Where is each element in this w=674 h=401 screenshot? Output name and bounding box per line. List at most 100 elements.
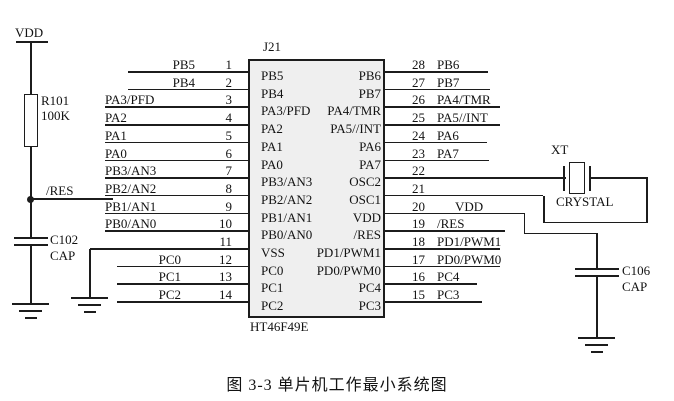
crystal-value: CRYSTAL — [556, 194, 614, 209]
pin-inner-label: PB7 — [358, 85, 381, 101]
ground-symbol-bar — [12, 303, 49, 305]
pin-number: 19 — [412, 216, 425, 232]
pin-number: 11 — [219, 234, 232, 249]
pin-inner-label: PA7 — [359, 156, 381, 172]
pin-wire-right — [384, 301, 482, 303]
pin-number: 4 — [225, 110, 233, 126]
pin-net-label: PA0 — [105, 145, 127, 161]
pin-wire-right — [384, 106, 500, 108]
vdd-rail-bar — [16, 41, 48, 43]
pin-wire-right — [384, 230, 505, 232]
pin-number: 23 — [412, 145, 425, 161]
pin-wire-left — [117, 301, 250, 303]
pin-number: 22 — [412, 163, 425, 179]
pin-net-label: PC0 — [158, 251, 181, 267]
pin-inner-label: PA4/TMR — [327, 103, 381, 119]
pin-inner-label: PC0 — [261, 262, 284, 278]
pin-inner-label: PB0/AN0 — [261, 227, 313, 243]
pin-wire-right — [384, 88, 490, 91]
crystal-ref: XT — [551, 142, 569, 157]
pin-wire-left — [105, 141, 250, 144]
pin-net-label: PA4/TMR — [437, 92, 491, 108]
pin-inner-label: PC4 — [358, 280, 381, 296]
pin-net-label: PA1 — [105, 127, 127, 143]
vdd-net-down-wire — [523, 214, 525, 234]
pin-wire-left — [105, 212, 250, 215]
pin-number: 6 — [225, 145, 233, 161]
vdd-net-horizontal-wire — [523, 232, 598, 234]
pin-inner-label: PB5 — [261, 68, 284, 83]
pin-number: 18 — [412, 234, 425, 249]
pin-inner-label: PA0 — [261, 156, 283, 172]
crystal-body — [569, 162, 585, 194]
pin-number: 13 — [219, 269, 232, 285]
pin-wire-right — [384, 283, 477, 285]
pin-net-label: PB6 — [437, 57, 460, 72]
resistor-r101-symbol — [24, 94, 38, 147]
c102-ground-lead — [30, 246, 32, 304]
pin-wire-right — [384, 212, 525, 215]
vdd-power-label: VDD — [15, 25, 44, 40]
pin-wire-left — [105, 177, 250, 179]
ground-symbol-bar — [591, 351, 603, 353]
pin-number: 5 — [225, 127, 233, 143]
pin-number: 9 — [225, 198, 233, 214]
pin-number: 26 — [412, 92, 425, 108]
pin-inner-label: OSC1 — [349, 191, 381, 207]
pin-net-label: PB2/AN2 — [105, 180, 157, 196]
pin-wire-right — [384, 71, 488, 73]
ground-symbol-bar — [71, 297, 108, 299]
vdd-net-cap-lead — [596, 232, 598, 270]
pin-number: 21 — [412, 180, 425, 196]
resistor-r101-ref: R101 — [41, 93, 70, 108]
pin-wire-left — [90, 248, 250, 250]
pin-number: 8 — [225, 180, 233, 196]
pin-inner-label: PC2 — [261, 298, 284, 314]
pin-wire-left — [117, 265, 250, 268]
crystal-right-plate — [589, 166, 591, 191]
pin-inner-label: PB4 — [261, 85, 284, 101]
pin-number: 14 — [219, 287, 232, 303]
pin-inner-label: PC3 — [358, 298, 381, 314]
pin-net-label: VDD — [455, 198, 484, 214]
pin-number: 16 — [412, 269, 425, 285]
figure-caption: 图 3-3 单片机工作最小系统图 — [226, 377, 448, 394]
pin-net-label: PD1/PWM1 — [437, 234, 502, 249]
osc-loop-left-wire — [543, 196, 545, 223]
vss-ground-wire — [89, 249, 91, 298]
reset-stub-wire — [31, 198, 113, 200]
capacitor-c102-value: CAP — [50, 248, 76, 263]
capacitor-c102-ref: C102 — [50, 232, 79, 247]
pin-wire-right — [384, 194, 543, 197]
crystal-right-lead — [591, 177, 648, 179]
resistor-r101-value: 100K — [41, 108, 70, 123]
c106-ground-lead — [596, 277, 598, 338]
c102-bottom-plate — [14, 244, 48, 246]
chip-part-number: HT46F49E — [250, 319, 309, 334]
pin-number: 20 — [412, 198, 425, 214]
pin-net-label: PB4 — [172, 74, 195, 90]
pin-inner-label: /RES — [353, 227, 381, 243]
pin-net-label: /RES — [437, 216, 465, 232]
pin-net-label: PA2 — [105, 110, 127, 126]
pin-inner-label: OSC2 — [349, 174, 381, 190]
chip-designator: J21 — [263, 39, 282, 54]
osc-loop-bottom-wire — [543, 221, 648, 223]
c106-bottom-plate — [575, 275, 619, 277]
pin-net-label: PA6 — [437, 127, 459, 143]
pin-inner-label: PB3/AN3 — [261, 174, 313, 190]
pin-inner-label: PA3/PFD — [261, 103, 311, 119]
pin-wire-left — [105, 124, 250, 126]
pin-net-label: PC2 — [158, 287, 181, 303]
c106-top-plate — [575, 268, 619, 270]
pin-number: 27 — [412, 74, 425, 90]
pin-wire-right — [384, 159, 489, 161]
capacitor-c106-ref: C106 — [622, 263, 651, 278]
pin-wire-right — [384, 141, 487, 144]
pin-net-label: PB5 — [172, 57, 195, 72]
pin-net-label: PB0/AN0 — [105, 216, 157, 232]
pin-wire-left — [128, 88, 250, 91]
vdd-rail-wire — [30, 43, 32, 94]
pin-net-label: PA3/PFD — [105, 92, 155, 108]
